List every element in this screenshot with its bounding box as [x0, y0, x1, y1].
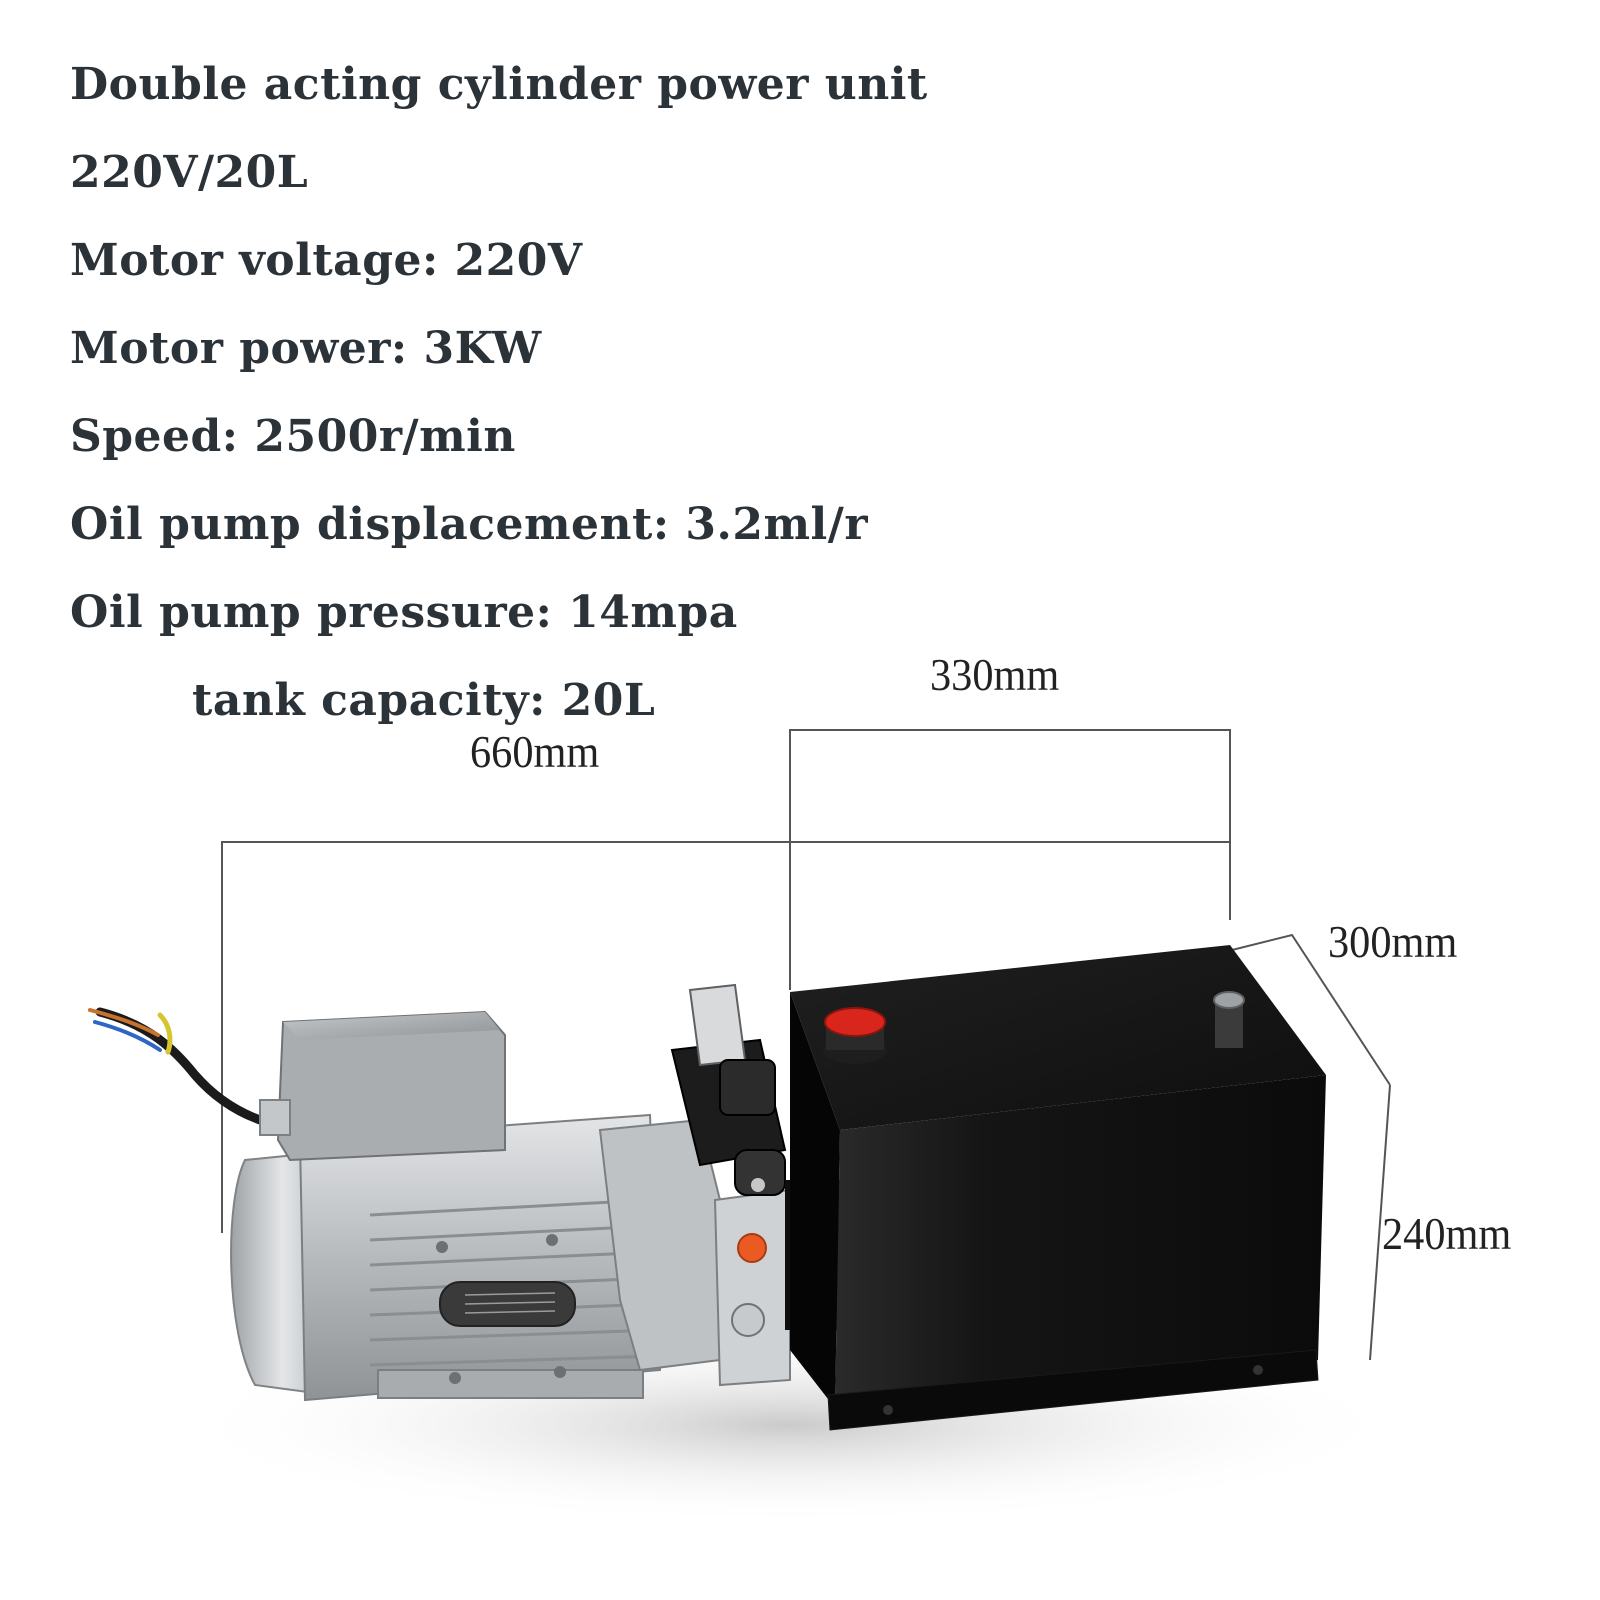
wire-cable-icon: [88, 1007, 265, 1125]
breather-plug-icon: [1213, 991, 1245, 1048]
spec-motor-voltage: Motor voltage: 220V: [70, 235, 583, 286]
spec-motor-power: Motor power: 3KW: [70, 323, 542, 374]
tank-top: [790, 945, 1326, 1130]
dim-line-tank-length: [789, 729, 1231, 990]
solenoid-valve-icon: [670, 983, 787, 1196]
dim-label-total-length: 660mm: [470, 726, 600, 777]
spec-title: Double acting cylinder power unit: [70, 59, 928, 110]
spec-pump-pressure: Oil pump pressure: 14mpa: [70, 587, 738, 638]
dim-line-total-length: [221, 841, 1231, 1233]
motor-foot: [377, 1369, 644, 1399]
spec-list: Double acting cylinder power unit 220V/2…: [70, 55, 928, 759]
dim-label-tank-depth: 300mm: [1328, 916, 1458, 967]
motor-body: [298, 1113, 662, 1402]
dimension-lines: [221, 729, 1391, 1361]
tank-front: [835, 1075, 1326, 1408]
filler-cap-icon: [823, 1007, 887, 1064]
dim-label-tank-height: 240mm: [1382, 1208, 1512, 1259]
dim-line-tank-height: [1369, 1084, 1391, 1361]
spec-speed: Speed: 2500r/min: [70, 411, 516, 462]
tank-base-flange: [827, 1349, 1319, 1431]
dim-label-tank-length: 330mm: [930, 649, 1060, 700]
spec-model: 220V/20L: [70, 147, 309, 198]
dim-line-tank-depth: [1231, 933, 1391, 1086]
spec-pump-displacement: Oil pump displacement: 3.2ml/r: [70, 499, 868, 550]
terminal-box: [259, 1010, 506, 1162]
tank-side: [790, 992, 840, 1408]
oil-tank: [790, 945, 1326, 1431]
nameplate-icon: [439, 1281, 576, 1327]
pressure-port-plug: [737, 1233, 767, 1263]
spec-tank-capacity: tank capacity: 20L: [192, 675, 656, 726]
pump-adapter: [598, 1118, 791, 1387]
